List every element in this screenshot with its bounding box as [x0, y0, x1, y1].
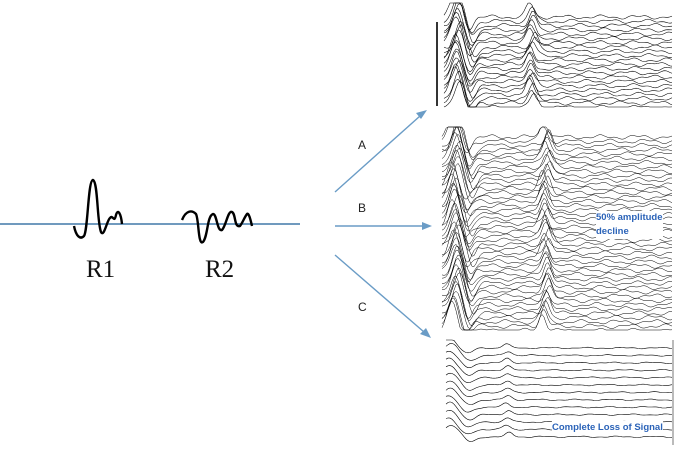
trace-line	[441, 132, 672, 170]
trace-line	[441, 272, 673, 315]
trace-line	[443, 29, 673, 68]
trace-line	[445, 365, 673, 383]
trace-line	[445, 380, 673, 398]
trace-line	[441, 182, 673, 223]
trace-line	[445, 343, 672, 361]
trace-line	[441, 177, 673, 216]
panel-a-traces	[443, 2, 673, 108]
panel-c-annotation-line1: Complete Loss of Signal	[552, 422, 663, 433]
trace-line	[441, 147, 673, 191]
trace-line	[441, 173, 673, 214]
trace-line	[445, 395, 673, 413]
arrow-a-label: A	[358, 138, 366, 152]
trace-line	[441, 145, 672, 183]
trace-line	[441, 275, 673, 319]
trace-line	[441, 300, 673, 331]
trace-line	[441, 149, 672, 193]
trace-line	[443, 66, 673, 106]
trace-line	[441, 212, 673, 251]
trace-line	[446, 339, 673, 354]
trace-line	[443, 2, 673, 34]
trace-line	[443, 21, 673, 58]
trace-line	[441, 221, 673, 263]
trace-line	[441, 232, 673, 274]
trace-line	[445, 425, 673, 442]
trace-line	[441, 267, 673, 307]
trace-line	[441, 161, 673, 200]
trace-line	[441, 163, 673, 204]
trace-line	[443, 33, 673, 73]
arrow-c-label: C	[358, 300, 367, 314]
trace-line	[441, 237, 673, 281]
trace-line	[441, 217, 673, 257]
trace-line	[441, 126, 673, 154]
trace-line	[441, 168, 673, 211]
trace-line	[441, 155, 673, 199]
trace-line	[445, 351, 673, 368]
trace-line	[441, 244, 673, 282]
arrow-a-head	[416, 110, 427, 119]
trace-line	[445, 372, 673, 391]
trace-line	[441, 290, 673, 330]
trace-line	[441, 140, 673, 179]
trace-line	[441, 245, 673, 286]
r2-waveform	[180, 210, 254, 244]
trace-line	[443, 50, 672, 87]
trace-line	[445, 357, 673, 376]
trace-line	[443, 24, 673, 63]
r1-label: R1	[86, 256, 115, 283]
trace-line	[442, 264, 673, 303]
trace-line	[443, 57, 673, 93]
panel-b-annotation-line1: 50% amplitude	[596, 212, 663, 223]
trace-line	[443, 63, 673, 102]
trace-line	[443, 2, 673, 31]
trace-line	[443, 8, 673, 46]
trace-line	[443, 80, 673, 108]
panel-b-annotation-line2: decline	[596, 226, 629, 237]
trace-line	[441, 249, 673, 292]
arrow-c	[334, 254, 425, 333]
r2-label: R2	[205, 256, 234, 283]
arrow-a	[334, 115, 421, 193]
trace-line	[443, 16, 673, 57]
trace-line	[443, 48, 673, 85]
trace-line	[441, 295, 673, 331]
trace-line	[442, 254, 673, 297]
arrow-c-head	[420, 328, 431, 338]
arrow-b-label: B	[358, 201, 366, 215]
trace-line	[443, 40, 673, 76]
trace-line	[441, 280, 673, 321]
trace-line	[441, 229, 673, 267]
trace-line	[442, 126, 673, 158]
trace-line	[443, 60, 673, 99]
trace-line	[443, 71, 673, 108]
panel-b-annotation: 50% amplitude decline	[596, 211, 663, 239]
trace-line	[443, 41, 673, 82]
trace-line	[441, 283, 672, 327]
trace-line	[443, 2, 673, 35]
r1-waveform	[72, 178, 124, 239]
arrow-b-head	[422, 222, 432, 230]
trace-line	[441, 224, 673, 267]
trace-line	[443, 3, 673, 44]
trace-line	[445, 401, 673, 421]
trace-line	[443, 11, 673, 50]
panel-c-annotation: Complete Loss of Signal	[552, 421, 663, 435]
trace-line	[441, 297, 673, 331]
trace-line	[443, 78, 673, 108]
trace-line	[441, 126, 673, 152]
trace-line	[441, 126, 673, 167]
panel-b-traces	[441, 126, 673, 331]
trace-line	[441, 126, 673, 161]
trace-line	[445, 387, 673, 405]
trace-line	[441, 257, 673, 302]
